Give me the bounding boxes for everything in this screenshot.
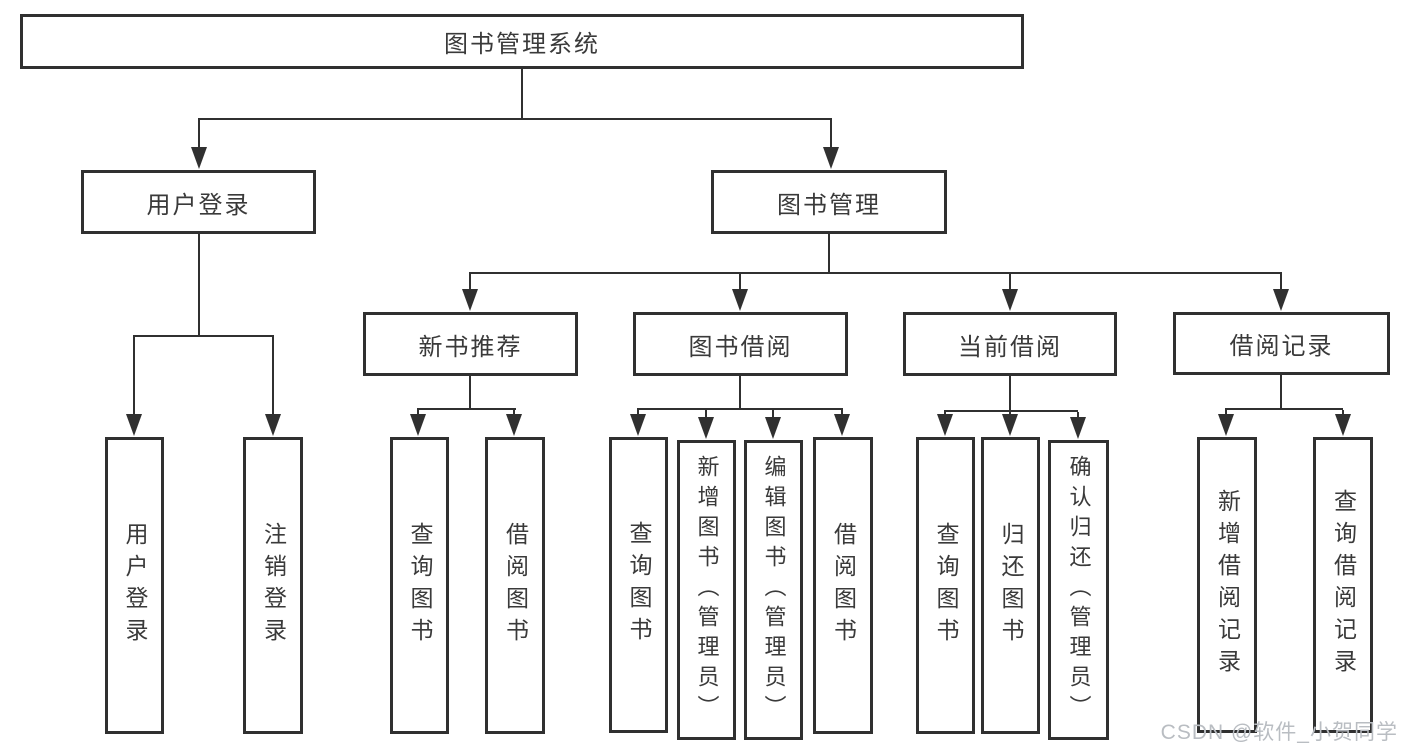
leaf-confirm-return-admin-label: 确认归还（管理员） [1066, 455, 1092, 725]
node-current-borrow: 当前借阅 [903, 312, 1117, 376]
connector-stem-new-book-rec [469, 274, 471, 292]
connector-mgmt-horizontal [469, 272, 1282, 274]
connector-stem-rec-borrow [513, 410, 515, 416]
leaf-confirm-return-admin: 确认归还（管理员） [1048, 440, 1109, 740]
arrowhead-rec-borrow [506, 414, 522, 436]
leaf-edit-book-admin: 编辑图书（管理员） [744, 440, 803, 740]
leaf-borrow-books-rec-label: 借阅图书 [502, 521, 529, 650]
connector-stem-br-query [1342, 410, 1344, 416]
connector-login-vertical [198, 233, 200, 337]
connector-cb-vertical [1009, 375, 1011, 411]
connector-login-horizontal [133, 335, 274, 337]
node-user-login-label: 用户登录 [146, 191, 251, 219]
leaf-user-login: 用户登录 [105, 437, 164, 734]
connector-br-horizontal [1225, 408, 1343, 410]
connector-stem-br-add [1225, 410, 1227, 416]
leaf-query-books-cb-label: 查询图书 [933, 521, 959, 650]
leaf-query-books-bb: 查询图书 [609, 437, 668, 733]
leaf-borrow-books-bb: 借阅图书 [813, 437, 873, 734]
connector-mgmt-vertical [828, 233, 830, 274]
leaf-query-books-rec: 查询图书 [390, 437, 449, 734]
arrowhead-current-borrow [1002, 289, 1018, 311]
node-root-label: 图书管理系统 [444, 31, 600, 58]
node-book-borrow: 图书借阅 [633, 312, 848, 376]
connector-stem-bb-query [637, 410, 639, 416]
arrowhead-book-borrow [732, 289, 748, 311]
leaf-logout: 注销登录 [243, 437, 303, 734]
node-book-borrow-label: 图书借阅 [688, 333, 793, 361]
arrowhead-bb-edit [765, 417, 781, 439]
connector-cb-horizontal [944, 410, 1078, 412]
node-new-book-rec: 新书推荐 [363, 312, 578, 376]
connector-stem-cb-confirm [1077, 412, 1079, 418]
node-new-book-rec-label: 新书推荐 [418, 333, 523, 361]
arrowhead-cb-query [937, 414, 953, 436]
connector-stem-bb-edit [772, 410, 774, 418]
leaf-query-borrow-record-label: 查询借阅记录 [1330, 489, 1357, 681]
leaf-logout-label: 注销登录 [260, 521, 287, 650]
arrowhead-leaf-logout [265, 414, 281, 436]
connector-rec-horizontal [417, 408, 516, 410]
leaf-add-borrow-record: 新增借阅记录 [1197, 437, 1257, 733]
arrowhead-br-add [1218, 414, 1234, 436]
node-root: 图书管理系统 [20, 14, 1024, 69]
arrowhead-bb-query [630, 414, 646, 436]
arrowhead-cb-return [1002, 414, 1018, 436]
leaf-borrow-books-rec: 借阅图书 [485, 437, 545, 734]
arrowhead-br-query [1335, 414, 1351, 436]
connector-bb-horizontal [637, 408, 843, 410]
connector-stem-borrow-records [1280, 274, 1282, 292]
node-borrow-records-label: 借阅记录 [1229, 333, 1334, 360]
arrowhead-leaf-user-login [126, 414, 142, 436]
connector-rec-vertical [469, 375, 471, 409]
leaf-query-borrow-record: 查询借阅记录 [1313, 437, 1373, 733]
arrowhead-new-book-rec [462, 289, 478, 311]
arrowhead-borrow-records [1273, 289, 1289, 311]
leaf-return-book-label: 归还图书 [998, 521, 1024, 650]
connector-stem-bb-borrow [841, 410, 843, 416]
leaf-return-book: 归还图书 [981, 437, 1040, 734]
arrowhead-bb-add [698, 417, 714, 439]
connector-stem-current-borrow [1009, 274, 1011, 292]
leaf-borrow-books-bb-label: 借阅图书 [830, 521, 857, 650]
connector-stem-book-mgmt [830, 120, 832, 150]
leaf-user-login-label: 用户登录 [122, 521, 148, 650]
arrowhead-bb-borrow [834, 414, 850, 436]
node-book-mgmt-label: 图书管理 [777, 191, 881, 219]
arrowhead-rec-query [410, 414, 426, 436]
connector-stem-leaf-logout [272, 337, 274, 417]
leaf-query-books-cb: 查询图书 [916, 437, 975, 734]
leaf-add-book-admin: 新增图书（管理员） [677, 440, 736, 740]
csdn-watermark: CSDN @软件_小贺同学 [1160, 721, 1398, 744]
leaf-add-borrow-record-label: 新增借阅记录 [1214, 489, 1241, 681]
arrowhead-user-login [191, 147, 207, 169]
leaf-add-book-admin-label: 新增图书（管理员） [694, 455, 720, 725]
connector-stem-rec-query [417, 410, 419, 416]
leaf-edit-book-admin-label: 编辑图书（管理员） [761, 455, 787, 725]
node-user-login: 用户登录 [81, 170, 316, 234]
node-borrow-records: 借阅记录 [1173, 312, 1390, 375]
connector-stem-bb-add [705, 410, 707, 418]
connector-bb-vertical [739, 375, 741, 409]
leaf-query-books-rec-label: 查询图书 [407, 521, 433, 650]
node-current-borrow-label: 当前借阅 [958, 333, 1062, 361]
connector-br-vertical [1280, 375, 1282, 409]
arrowhead-book-mgmt [823, 147, 839, 169]
connector-root-horizontal [198, 118, 832, 120]
connector-root-vertical [521, 68, 523, 120]
node-book-mgmt: 图书管理 [711, 170, 947, 234]
arrowhead-cb-confirm [1070, 417, 1086, 439]
connector-stem-book-borrow [739, 274, 741, 292]
leaf-query-books-bb-label: 查询图书 [626, 521, 652, 649]
connector-stem-user-login [198, 120, 200, 150]
connector-stem-leaf-user-login [133, 337, 135, 417]
